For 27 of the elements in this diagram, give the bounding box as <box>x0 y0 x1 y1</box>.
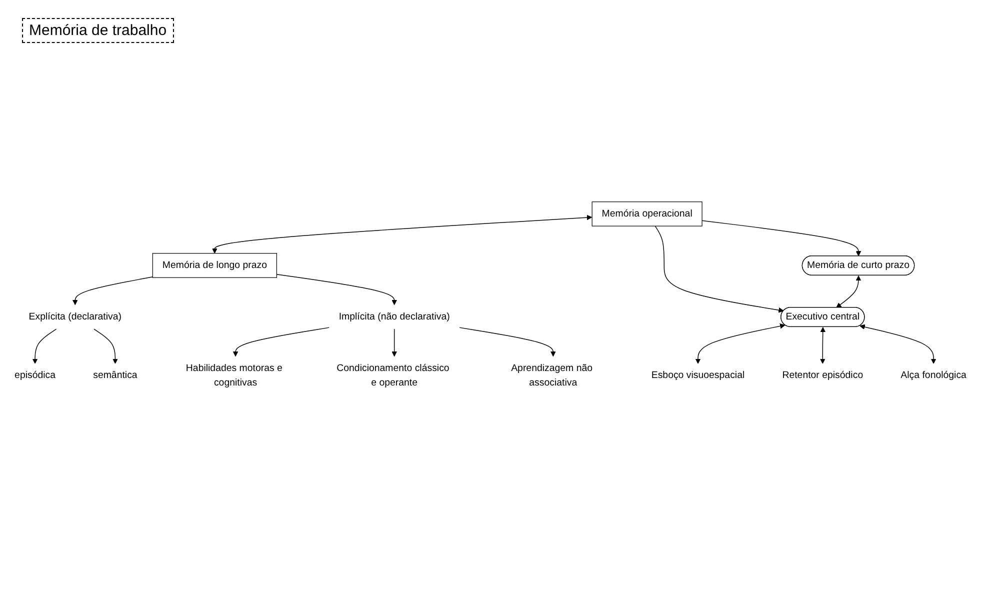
node-text: Habilidades motoras e cognitivas <box>186 363 282 388</box>
node-box: Memória operacional <box>592 202 702 226</box>
node-text: Aprendizagem não associativa <box>511 363 593 388</box>
node-text: Retentor episódico <box>782 370 864 381</box>
arrow <box>820 327 826 364</box>
node-text: semântica <box>93 370 138 381</box>
node-text: Explícita (declarativa) <box>28 312 122 322</box>
arrow <box>276 274 397 306</box>
arrow <box>32 328 57 364</box>
arrow <box>860 324 936 364</box>
arrow <box>459 327 556 357</box>
arrow <box>702 220 862 256</box>
arrow <box>212 214 592 254</box>
arrow <box>94 328 118 364</box>
arrow <box>654 226 784 313</box>
node-text: episódica <box>14 370 56 381</box>
arrow <box>232 327 330 357</box>
node-text: Condicionamento clássico e operante <box>336 363 450 388</box>
arrow <box>72 276 154 306</box>
node-text: Implícita (não declarativa) <box>338 312 450 322</box>
node-text: Esboço visuoespacial <box>651 370 745 381</box>
arrow <box>695 324 786 364</box>
diagram-title: Memória de trabalho <box>22 18 174 43</box>
node-text: Alça fonológica <box>900 370 966 381</box>
node-box: Memória de longo prazo <box>152 253 277 278</box>
arrow <box>392 328 397 357</box>
arrow <box>836 275 862 308</box>
